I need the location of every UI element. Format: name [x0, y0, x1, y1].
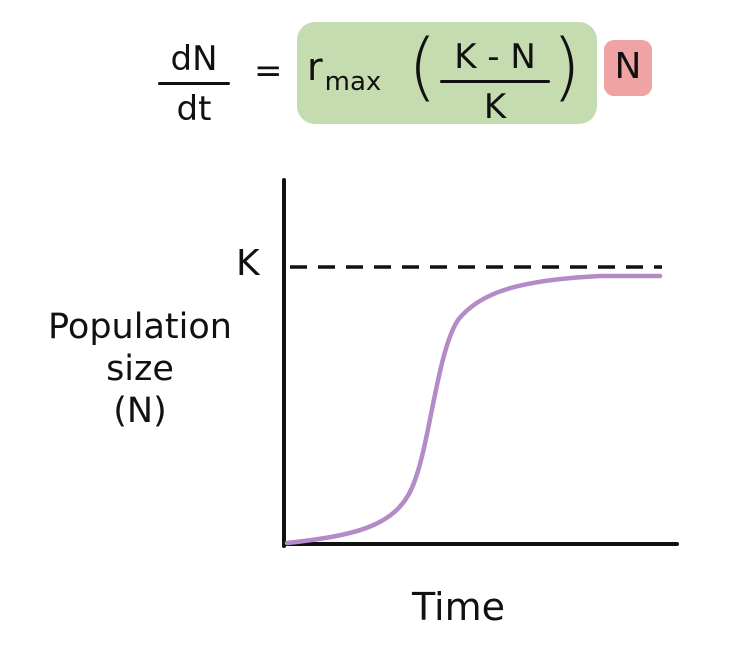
r-max-term: rmax: [307, 45, 381, 95]
logistic-curve: [284, 273, 663, 546]
x-axis-label: Time: [412, 585, 505, 629]
green-highlight: [297, 22, 597, 124]
fraction-bar: [440, 80, 550, 83]
lhs-numerator: dN: [170, 39, 218, 79]
rhs-numerator: K - N: [454, 37, 536, 77]
y-axis-label: Population size (N): [20, 306, 260, 432]
fraction-bar: [158, 82, 230, 85]
equals-sign: =: [254, 51, 283, 91]
carrying-capacity-label: K: [236, 243, 260, 284]
logistic-growth-equation: dN dt = rmax ( K - N K ) N: [0, 0, 730, 140]
population-multiplier: N: [614, 46, 642, 87]
y-axis-label-line: (N): [113, 391, 167, 431]
r-max-subscript: max: [324, 67, 382, 97]
left-parenthesis: (: [408, 24, 437, 110]
capacity-fraction: K - N K: [440, 40, 550, 124]
red-highlight: [604, 40, 652, 96]
right-parenthesis: ): [552, 24, 581, 110]
y-axis-label-line: Population: [48, 307, 232, 347]
growth-rate-fraction: dN dt: [158, 42, 230, 126]
y-axis-label-line: size: [106, 349, 174, 389]
rhs-denominator: K: [483, 87, 507, 127]
lhs-denominator: dt: [176, 89, 212, 129]
r-symbol: r: [307, 45, 323, 89]
